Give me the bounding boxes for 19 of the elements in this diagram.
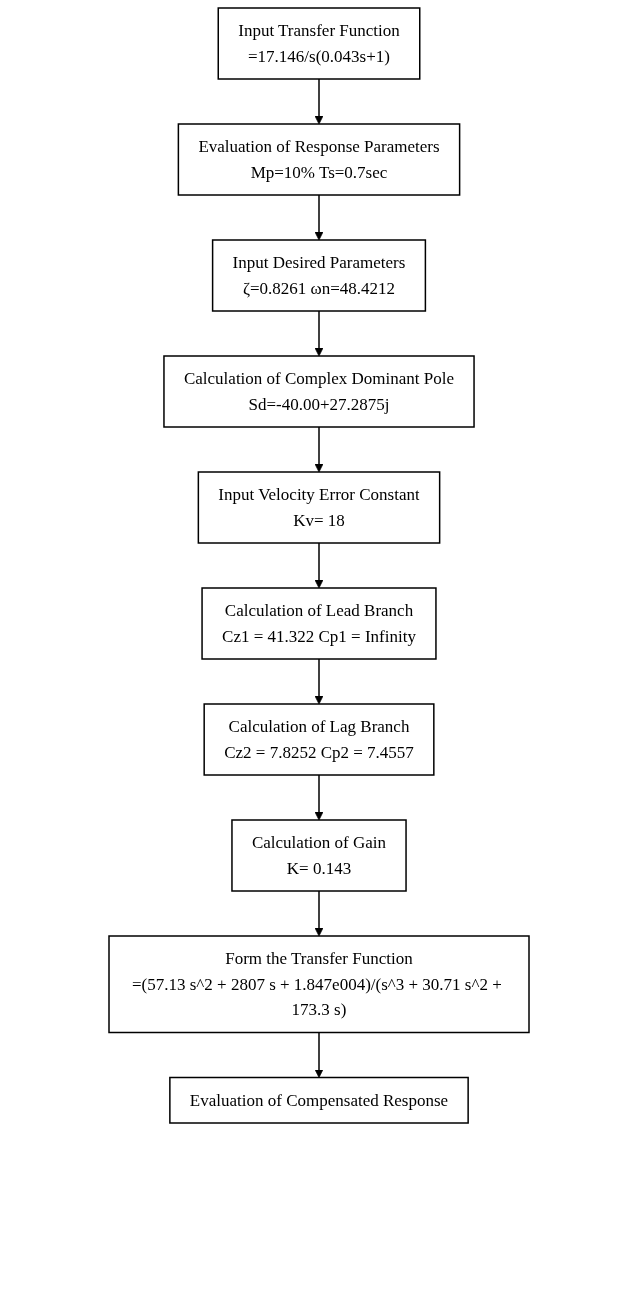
arrow bbox=[314, 1031, 324, 1078]
node-box: Input Transfer Function =17.146/s(0.043s+1) bbox=[217, 7, 421, 80]
arrow bbox=[314, 774, 324, 821]
node-box: Calculation of Lead Branch Cz1 = 41.322 Cp1 = Infinity bbox=[201, 587, 437, 660]
arrow bbox=[314, 426, 324, 473]
node-box: Calculation of Gain K= 0.143 bbox=[231, 819, 407, 892]
node-box: Evaluation of Compensated Response bbox=[169, 1076, 469, 1124]
node-box: Calculation of Complex Dominant Pole Sd=-40.00+27.2875j bbox=[163, 355, 475, 428]
arrow bbox=[314, 890, 324, 937]
node-box: Input Desired Parameters ζ=0.8261 ωn=48.4212 bbox=[211, 239, 427, 312]
arrow bbox=[314, 542, 324, 589]
node-box: Input Velocity Error Constant Kv= 18 bbox=[197, 471, 441, 544]
arrow bbox=[314, 194, 324, 241]
arrow bbox=[314, 658, 324, 705]
arrow bbox=[314, 78, 324, 125]
arrow bbox=[314, 310, 324, 357]
node-box: Evaluation of Response Parameters Mp=10% Ts=0.7sec bbox=[177, 123, 461, 196]
node-box: Calculation of Lag Branch Cz2 = 7.8252 Cp2 = 7.4557 bbox=[203, 703, 435, 776]
node-box: Form the Transfer Function =(57.13 s^2 + 2807 s + 1.847e004)/(s^3 + 30.71 s^2 + 173.3 s) bbox=[108, 935, 530, 1034]
